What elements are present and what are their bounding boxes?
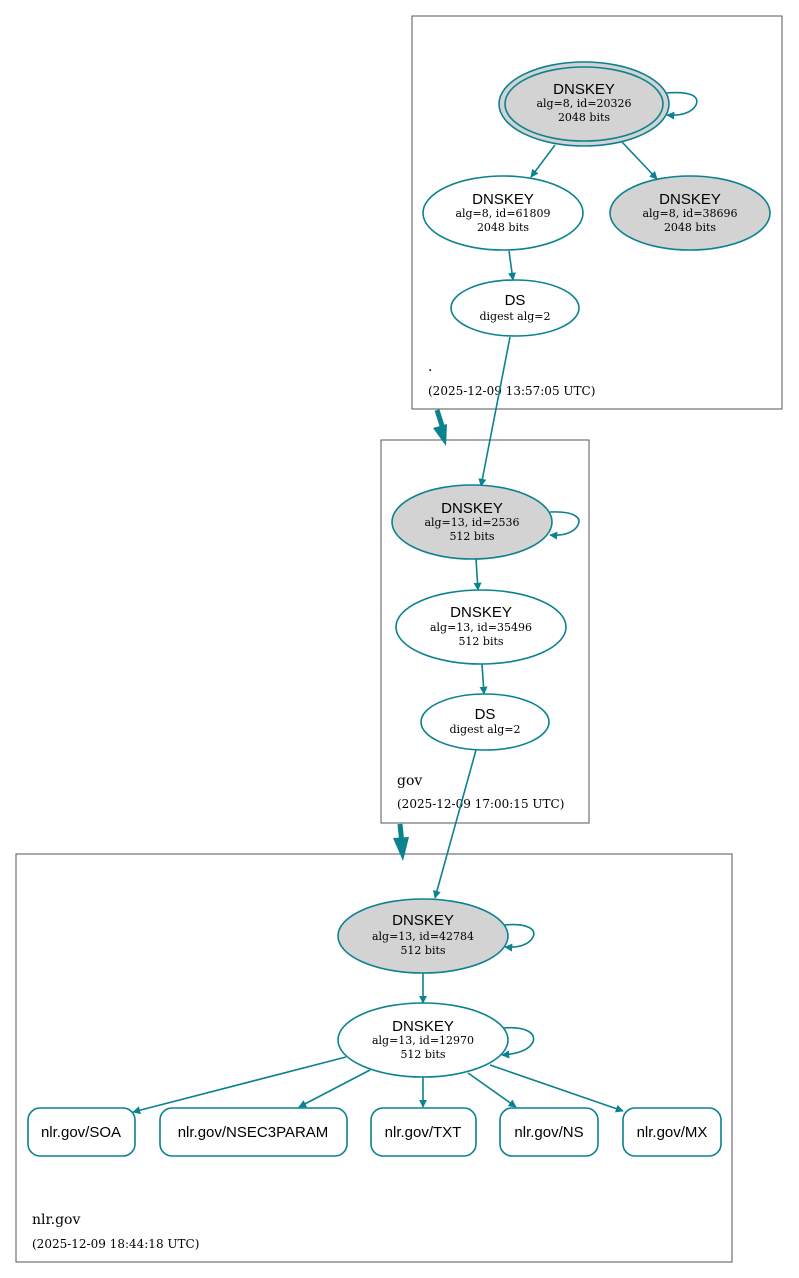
node-gov-ksk[interactable]: DNSKEY alg=13, id=2536 512 bits xyxy=(391,484,553,560)
zone-gov-name: gov xyxy=(397,773,422,789)
node-nlr-ksk[interactable]: DNSKEY alg=13, id=42784 512 bits xyxy=(337,898,509,974)
edge-gov-ds-to-nlr-ksk xyxy=(433,749,477,899)
node-gov-ds-title: DS xyxy=(475,706,496,723)
delegation-arrow-root-gov xyxy=(433,409,447,446)
node-gov-zsk-bits: 512 bits xyxy=(458,635,503,648)
node-root-zsk-alg: alg=8, id=61809 xyxy=(455,207,550,220)
edge-root-zsk-to-root-ds xyxy=(508,250,516,281)
node-root-zsk-title: DNSKEY xyxy=(472,191,534,208)
rrset-ns-label: nlr.gov/NS xyxy=(514,1124,583,1141)
rrset-nsec3param-label: nlr.gov/NSEC3PARAM xyxy=(178,1124,329,1141)
node-root-ds-digest: digest alg=2 xyxy=(479,310,550,323)
node-gov-ds-digest: digest alg=2 xyxy=(449,723,520,736)
node-gov-zsk[interactable]: DNSKEY alg=13, id=35496 512 bits xyxy=(395,589,567,665)
node-root-key2-title: DNSKEY xyxy=(659,191,721,208)
rrset-soa[interactable]: nlr.gov/SOA xyxy=(27,1107,136,1157)
node-gov-zsk-alg: alg=13, id=35496 xyxy=(430,621,532,634)
node-nlr-ksk-bits: 512 bits xyxy=(400,944,445,957)
edge-nlr-zsk-to-rr-ns xyxy=(467,1072,517,1108)
rrset-soa-label: nlr.gov/SOA xyxy=(41,1124,121,1141)
node-nlr-zsk-title: DNSKEY xyxy=(392,1018,454,1035)
node-gov-ksk-alg: alg=13, id=2536 xyxy=(424,516,519,529)
node-nlr-zsk-alg: alg=13, id=12970 xyxy=(372,1034,474,1047)
node-root-ksk[interactable]: DNSKEY alg=8, id=20326 2048 bits xyxy=(498,61,670,147)
node-nlr-ksk-title: DNSKEY xyxy=(392,912,454,929)
rrset-txt[interactable]: nlr.gov/TXT xyxy=(370,1107,477,1157)
edge-nlr-zsk-to-rr-nsec3param xyxy=(298,1069,371,1108)
node-root-zsk-bits: 2048 bits xyxy=(477,221,529,234)
self-loops xyxy=(501,91,698,1059)
rrset-mx-label: nlr.gov/MX xyxy=(637,1124,708,1141)
node-nlr-zsk-bits: 512 bits xyxy=(400,1048,445,1061)
node-nlr-ksk-alg: alg=13, id=42784 xyxy=(372,930,474,943)
rrset-mx[interactable]: nlr.gov/MX xyxy=(622,1107,722,1157)
zone-root-name: . xyxy=(428,359,432,375)
node-nlr-zsk[interactable]: DNSKEY alg=13, id=12970 512 bits xyxy=(337,1002,509,1078)
node-root-ksk-alg: alg=8, id=20326 xyxy=(536,97,631,110)
node-root-ds[interactable]: DS digest alg=2 xyxy=(450,279,580,337)
node-gov-ksk-title: DNSKEY xyxy=(441,500,503,517)
zone-nlr-timestamp: (2025-12-09 18:44:18 UTC) xyxy=(32,1237,199,1251)
rrset-txt-label: nlr.gov/TXT xyxy=(385,1124,462,1141)
node-root-key2-alg: alg=8, id=38696 xyxy=(642,207,737,220)
delegation-arrow-gov-nlr xyxy=(393,823,409,861)
edge-gov-zsk-to-gov-ds xyxy=(479,663,488,695)
self-loop-nlr-ksk xyxy=(503,923,535,952)
node-root-key2-bits: 2048 bits xyxy=(664,221,716,234)
edge-nlr-zsk-to-rr-mx xyxy=(489,1064,624,1113)
edge-nlr-zsk-to-rr-soa xyxy=(132,1056,347,1115)
zone-nlr-name: nlr.gov xyxy=(32,1212,80,1228)
node-gov-zsk-title: DNSKEY xyxy=(450,604,512,621)
self-loop-nlr-zsk xyxy=(501,1026,535,1059)
zone-root-timestamp: (2025-12-09 13:57:05 UTC) xyxy=(428,384,595,398)
node-gov-ksk-bits: 512 bits xyxy=(449,530,494,543)
rrset-ns[interactable]: nlr.gov/NS xyxy=(499,1107,599,1157)
edge-root-ds-to-gov-ksk xyxy=(478,336,511,487)
edge-root-ksk-to-root-zsk xyxy=(530,144,556,178)
node-gov-ds[interactable]: DS digest alg=2 xyxy=(420,693,550,751)
self-loop-root-ksk xyxy=(665,91,698,120)
node-root-ksk-bits: 2048 bits xyxy=(558,111,610,124)
node-root-ksk-title: DNSKEY xyxy=(553,81,615,98)
edge-gov-ksk-to-gov-zsk xyxy=(473,558,482,591)
node-root-ds-title: DS xyxy=(505,292,526,309)
zone-gov-timestamp: (2025-12-09 17:00:15 UTC) xyxy=(397,797,564,811)
node-root-key2[interactable]: DNSKEY alg=8, id=38696 2048 bits xyxy=(609,175,771,251)
edges-layer xyxy=(132,141,658,1115)
edge-root-ksk-to-root-key2 xyxy=(621,141,658,180)
node-root-zsk[interactable]: DNSKEY alg=8, id=61809 2048 bits xyxy=(422,175,584,251)
rrset-nsec3param[interactable]: nlr.gov/NSEC3PARAM xyxy=(159,1107,348,1157)
self-loop-gov-ksk xyxy=(549,511,580,540)
